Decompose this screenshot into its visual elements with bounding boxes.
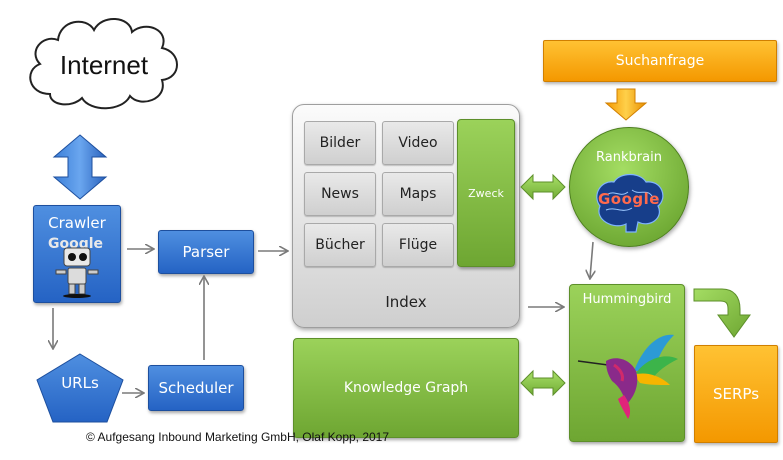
hummingbird-serps-curved-arrow	[693, 288, 751, 338]
index-tile-news: News	[304, 172, 376, 216]
suchanfrage-label: Suchanfrage	[615, 53, 705, 69]
index-tile-bilder: Bilder	[304, 121, 376, 165]
crawler-google-logo: Google	[48, 236, 104, 252]
index-tile-buecher: Bücher	[304, 223, 376, 267]
robot-icon	[55, 247, 99, 298]
serps-box: SERPs	[694, 345, 778, 443]
internet-label: Internet	[59, 50, 149, 80]
index-tile-fluege: Flüge	[382, 223, 454, 267]
hummingbird-box: Hummingbird	[569, 284, 685, 442]
brain-icon	[596, 173, 664, 233]
cloud-icon	[29, 18, 178, 110]
knowledge-hummingbird-double-arrow	[520, 369, 566, 397]
parser-label: Parser	[182, 243, 230, 261]
rankbrain-circle: Rankbrain Google	[569, 127, 689, 247]
urls-label: URLs	[61, 374, 99, 392]
index-panel: Bilder Video News Maps Bücher Flüge Zwec…	[292, 104, 520, 328]
index-tile-video: Video	[382, 121, 454, 165]
index-tile-maps: Maps	[382, 172, 454, 216]
scheduler-box: Scheduler	[148, 365, 244, 411]
hummingbird-icon	[577, 334, 678, 419]
index-label: Index	[385, 293, 427, 311]
crawler-box: Crawler Google	[33, 205, 121, 303]
parser-box: Parser	[158, 230, 254, 274]
index-rankbrain-double-arrow	[520, 173, 566, 201]
hummingbird-label: Hummingbird	[582, 292, 672, 307]
knowledge-graph-box: Knowledge Graph	[293, 338, 519, 438]
suchanfrage-down-arrow	[604, 88, 648, 121]
urls-pentagon: URLs	[35, 352, 125, 424]
rankbrain-label: Rankbrain	[596, 150, 662, 165]
pentagon-shape	[36, 353, 124, 423]
rankbrain-google-logo: Google	[598, 190, 660, 208]
knowledge-graph-label: Knowledge Graph	[343, 380, 469, 396]
internet-cloud: Internet	[20, 8, 188, 120]
scheduler-label: Scheduler	[158, 379, 234, 397]
arrow-rankbrain-hummingbird	[590, 241, 593, 278]
suchanfrage-box: Suchanfrage	[543, 40, 777, 82]
zweck-box: Zweck	[457, 119, 515, 267]
serps-label: SERPs	[712, 385, 760, 403]
copyright-text: © Aufgesang Inbound Marketing GmbH, Olaf…	[86, 430, 390, 444]
internet-crawler-double-arrow	[52, 134, 108, 200]
crawler-label: Crawler	[48, 214, 106, 232]
